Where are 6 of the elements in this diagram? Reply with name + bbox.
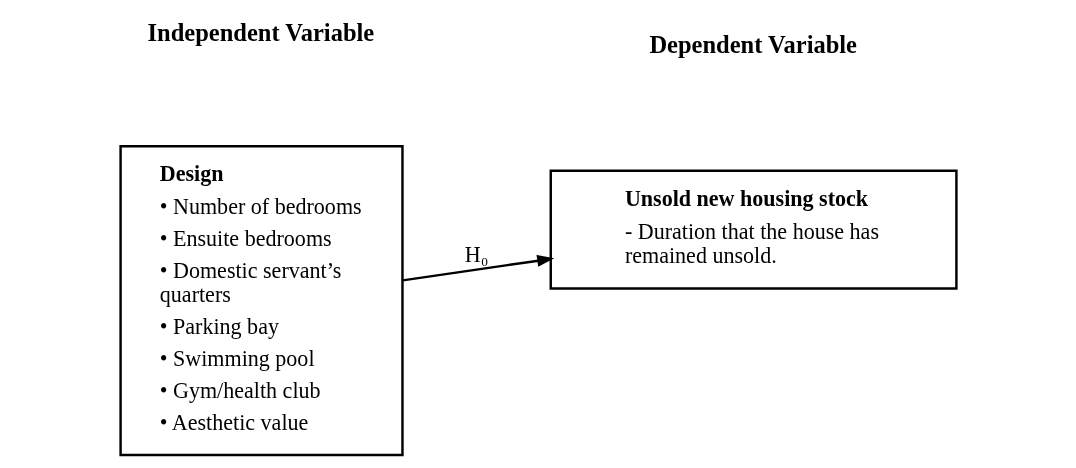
- node-box: Design • Number of bedrooms • Ensuite bedrooms • Domestic servant’s quarters • Parking bay • Swimming pool • Gym/health club • Aesthetic value: [118, 144, 404, 456]
- arrow: [402, 254, 554, 282]
- edge-label: H₀: [464, 241, 488, 267]
- label: Dependent Variable: [648, 30, 857, 58]
- node-box: Unsold new housing stock - Duration that the house has remained unsold.: [549, 169, 958, 290]
- label: Independent Variable: [147, 18, 374, 46]
